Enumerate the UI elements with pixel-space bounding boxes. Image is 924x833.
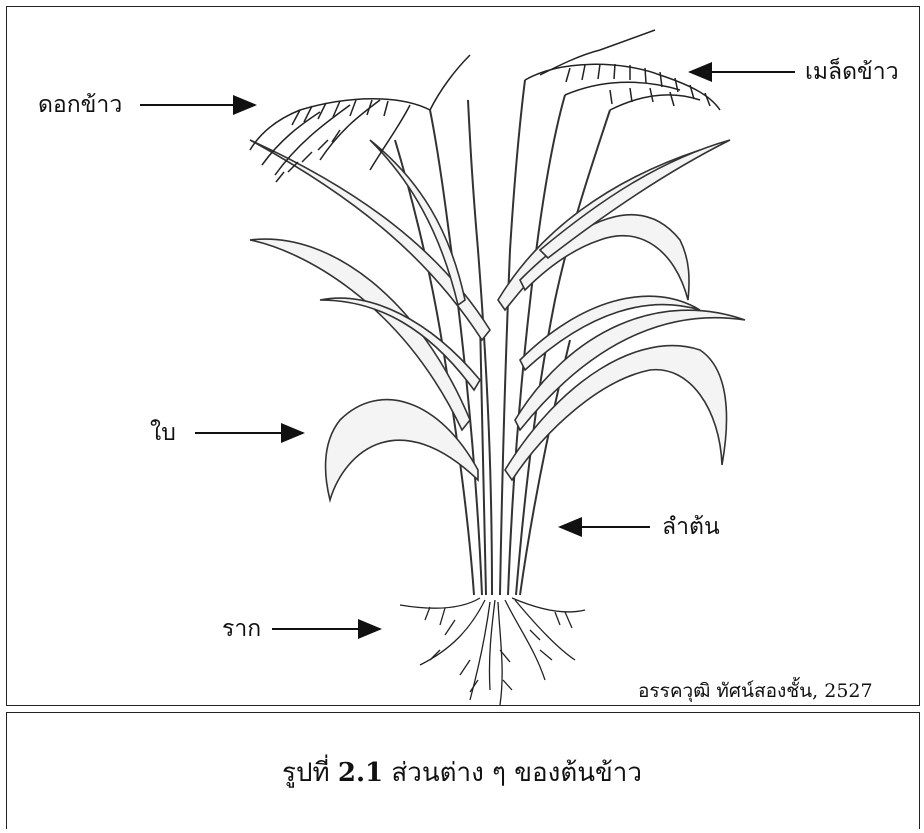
label-seed: เมล็ดข้าว: [805, 61, 899, 84]
image-credit: อรรควุฒิ ทัศน์สองชั้น, 2527: [638, 676, 873, 706]
caption-prefix: รูปที่: [282, 758, 330, 788]
figure-caption: รูปที่ 2.1 ส่วนต่าง ๆ ของต้นข้าว: [0, 752, 924, 793]
rice-panicle-right: [525, 30, 720, 110]
rice-panicle-left: [250, 55, 470, 182]
rice-roots: [400, 598, 585, 705]
label-flower: ดอกข้าว: [38, 94, 122, 117]
rice-leaves: [250, 140, 745, 500]
caption-title: ส่วนต่าง ๆ ของต้นข้าว: [391, 758, 642, 788]
label-root: ราก: [222, 618, 261, 641]
caption-number: 2.1: [338, 758, 383, 788]
label-leaf: ใบ: [150, 422, 176, 445]
label-stem: ลำต้น: [662, 516, 720, 539]
